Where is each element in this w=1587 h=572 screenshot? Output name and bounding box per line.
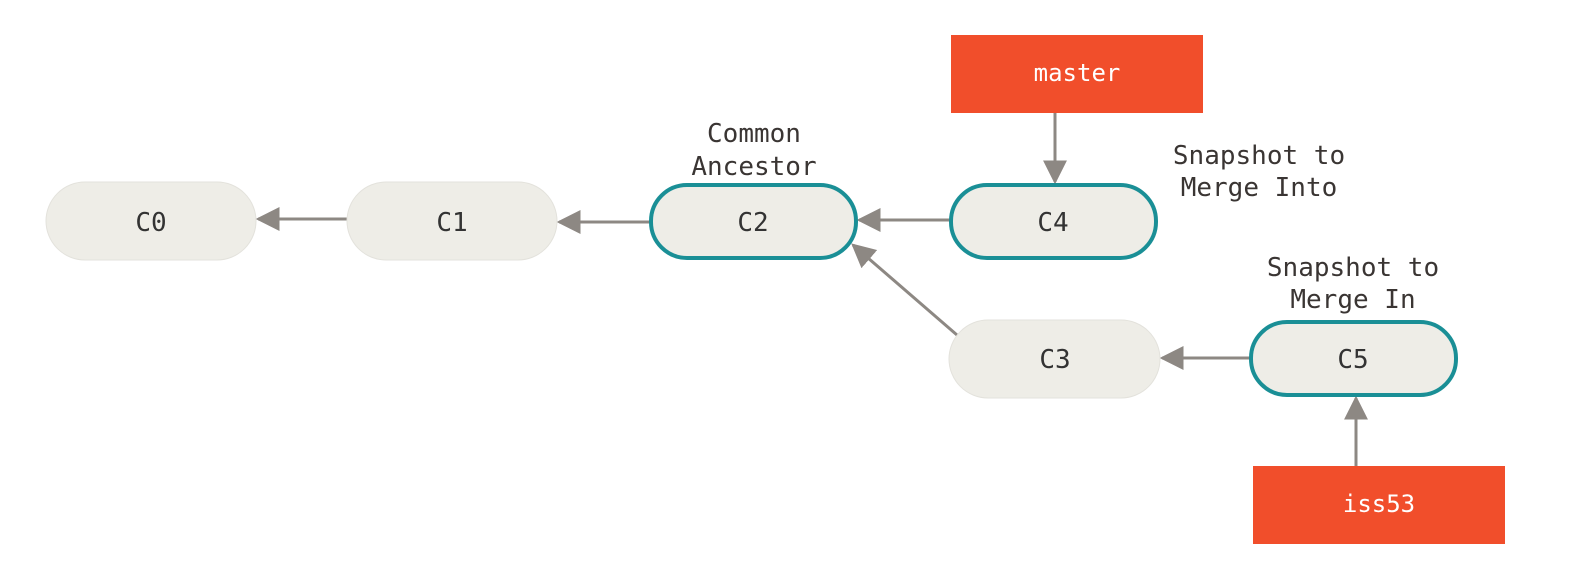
commit-c5: C5 (1249, 320, 1458, 397)
commit-label: C4 (1037, 208, 1068, 238)
commit-label: C3 (1039, 345, 1070, 375)
common-ancestor-label-line1: Common (707, 119, 801, 149)
commit-label: C1 (436, 208, 467, 238)
commit-c2: C2 (649, 183, 858, 260)
commit-c4: C4 (949, 183, 1158, 260)
merge-into-label-line2: Merge Into (1181, 173, 1338, 203)
branch-label: master (1034, 59, 1121, 87)
commit-c1: C1 (346, 181, 558, 261)
branch-master: master (951, 35, 1203, 113)
commit-c3: C3 (948, 319, 1161, 399)
edge-c3-c2-arrow (851, 243, 958, 337)
commit-label: C0 (135, 208, 166, 238)
branch-iss53: iss53 (1253, 466, 1505, 544)
commit-label: C2 (737, 208, 768, 238)
branch-label: iss53 (1343, 490, 1415, 518)
merge-in-label-line2: Merge In (1290, 285, 1415, 315)
commit-label: C5 (1337, 345, 1368, 375)
merge-into-label-line1: Snapshot to (1173, 141, 1345, 171)
commit-c0: C0 (45, 181, 257, 261)
common-ancestor-label-line2: Ancestor (691, 152, 816, 182)
merge-in-label-line1: Snapshot to (1267, 253, 1439, 283)
